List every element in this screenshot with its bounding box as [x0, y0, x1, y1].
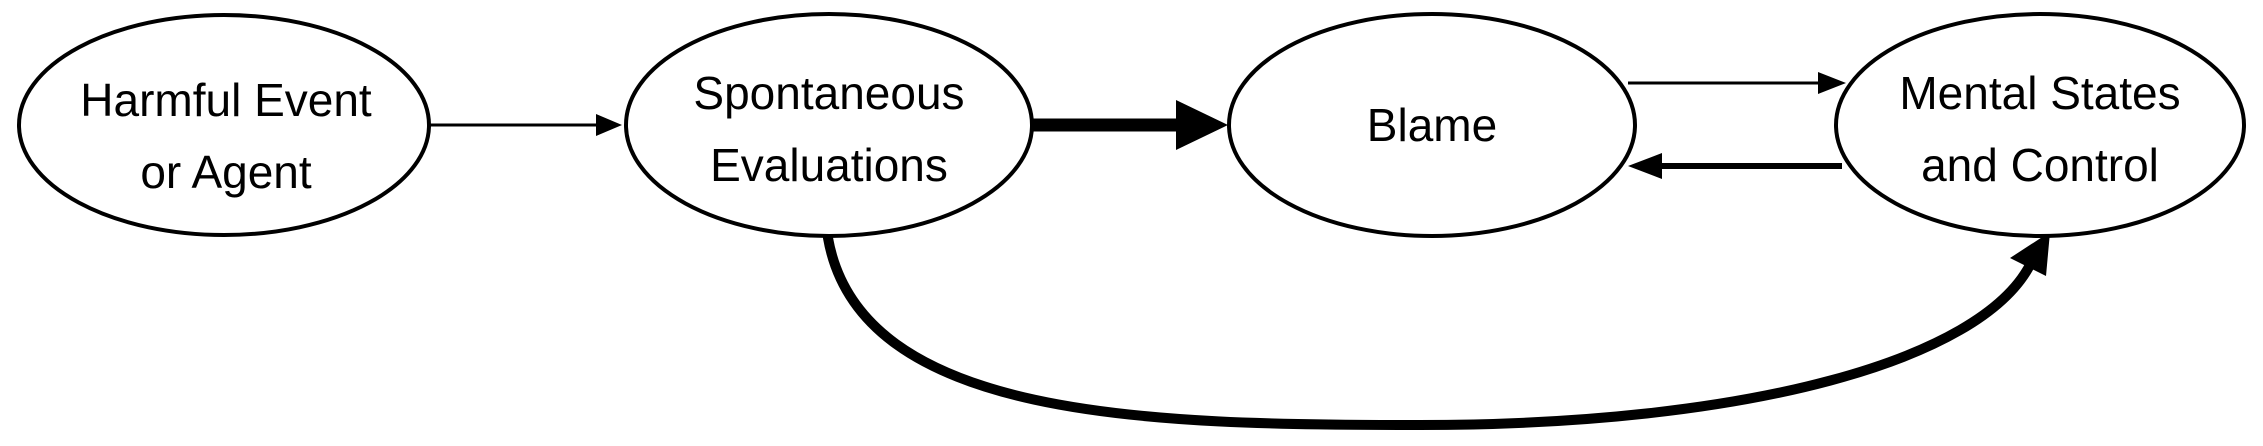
edge-mental-states-to-blame — [1628, 153, 1842, 179]
arrowhead-icon — [596, 114, 622, 136]
edge-harmful-to-spontaneous — [430, 114, 622, 136]
node-spontaneous-evaluations: Spontaneous Evaluations — [624, 12, 1034, 238]
node-label-line-1: Mental States — [1899, 67, 2180, 119]
arrowhead-icon — [1818, 72, 1846, 94]
edge-blame-to-mental-states — [1628, 72, 1846, 94]
edge-spontaneous-to-blame — [1032, 100, 1228, 150]
node-mental-states-and-control: Mental States and Control — [1834, 12, 2246, 238]
node-label-line-1: Blame — [1367, 99, 1497, 151]
node-harmful-event-or-agent: Harmful Event or Agent — [17, 13, 431, 237]
node-label-line-1: Harmful Event — [80, 74, 372, 126]
node-label-line-2: and Control — [1921, 139, 2159, 191]
node-label-line-2: or Agent — [140, 146, 312, 198]
arrowhead-icon — [1176, 100, 1228, 150]
node-label-line-2: Evaluations — [710, 139, 948, 191]
node-blame: Blame — [1227, 12, 1637, 238]
node-label-line-1: Spontaneous — [693, 67, 964, 119]
arrowhead-icon — [2010, 232, 2050, 276]
edge-spontaneous-to-mental-states — [823, 232, 2050, 431]
arrowhead-icon — [1628, 153, 1662, 179]
